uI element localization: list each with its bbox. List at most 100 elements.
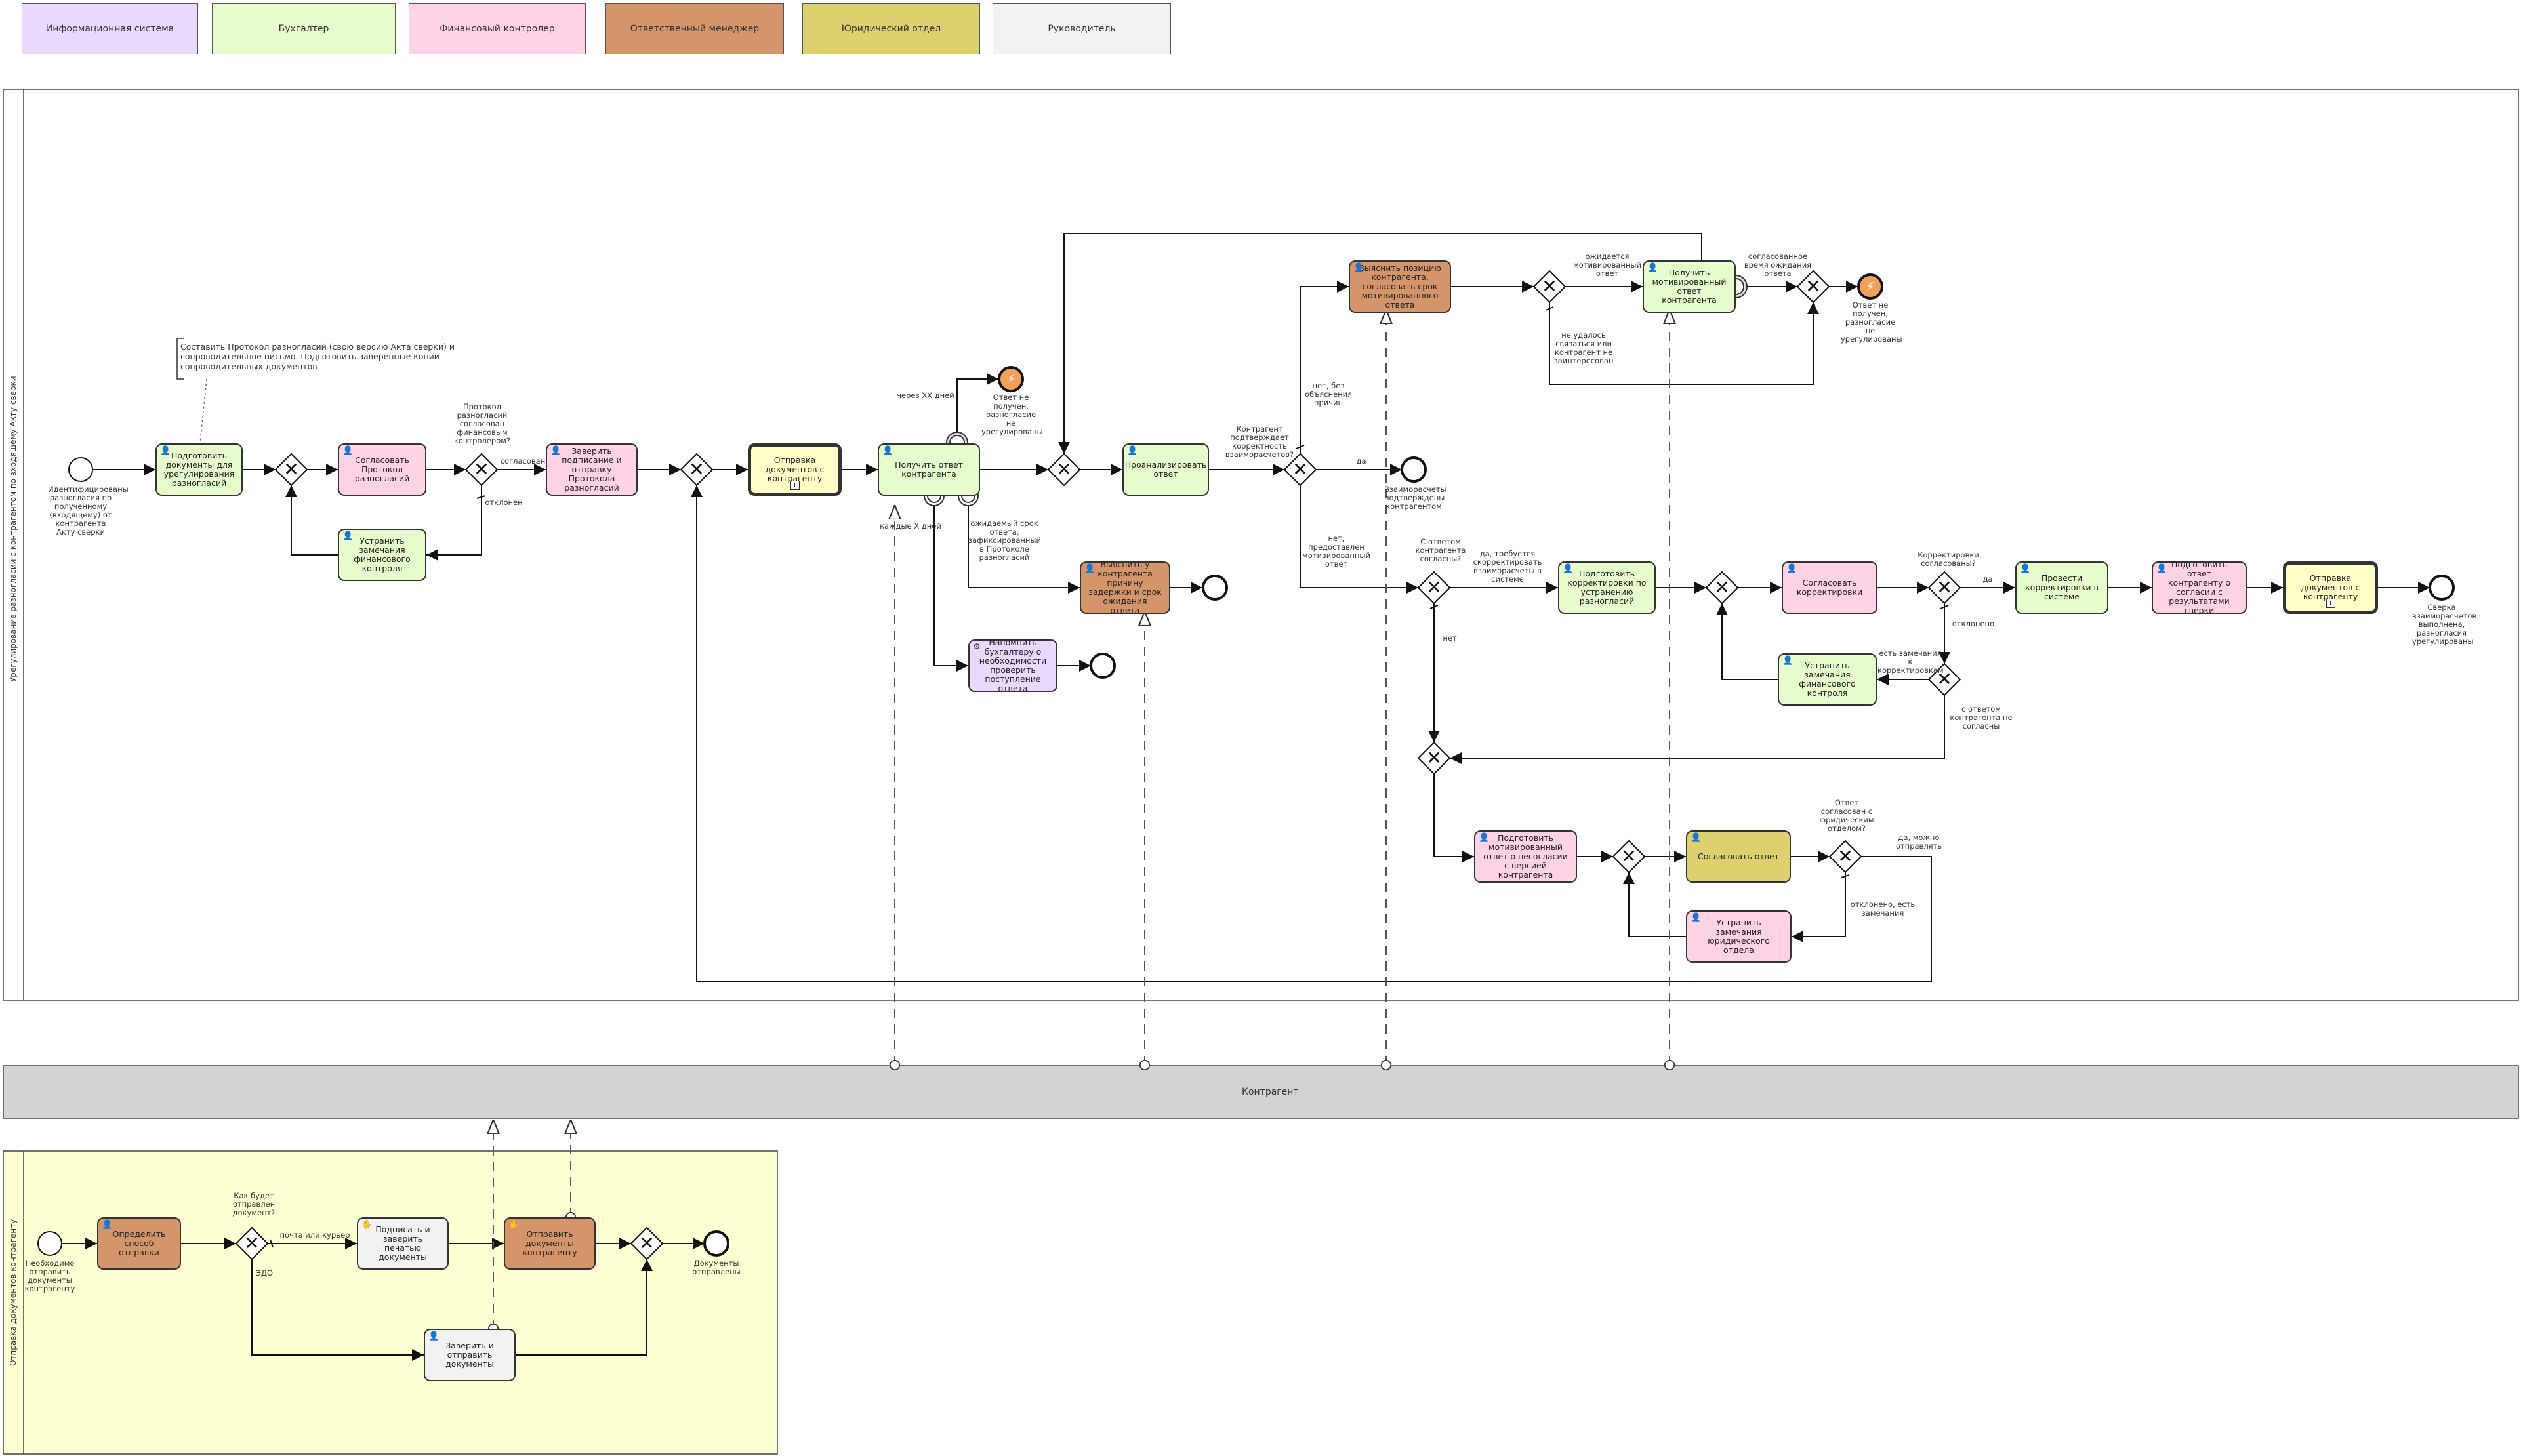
gateway-x-icon: ✕ — [283, 458, 299, 480]
counterparty-pool-title: Контрагент — [1242, 1087, 1299, 1097]
flow-expected-term: ожидаемый срок ответа, зафиксированный в… — [968, 519, 1041, 562]
gateway-x-icon: ✕ — [689, 458, 705, 480]
task-certify-docs[interactable]: 👤 Заверить и отправить документы — [424, 1329, 516, 1381]
legend-info-system: Информационная система — [22, 3, 198, 54]
user-icon: 👤 — [1782, 656, 1794, 666]
gateway-x-icon: ✕ — [1292, 458, 1308, 480]
subprocess-send-docs-2[interactable]: Отправка документов с контрагенту + — [2283, 561, 2378, 614]
legend-manager: Ответственный менеджер — [605, 3, 784, 54]
hand-icon: ✋ — [508, 1220, 520, 1230]
task-remind-accountant[interactable]: ⚙ Напомнить бухгалтеру о необходимости п… — [968, 638, 1057, 693]
task-analyze-reply[interactable]: 👤 Проанализировать ответ — [1122, 443, 1209, 496]
sending-pool-title: Отправка документов контрагенту — [9, 1219, 18, 1366]
gateway-x-icon: ✕ — [1621, 845, 1637, 867]
flow-rejected-remarks: отклонено, есть замечания — [1850, 900, 1916, 918]
flow-yes-send: да, можно отправлять — [1895, 833, 1942, 851]
label-start-main: Идентифицированы разногласия по полученн… — [48, 485, 129, 536]
legend-accountant: Бухгалтер — [212, 3, 396, 54]
annotation-text: Составить Протокол разногласий (свою вер… — [180, 342, 455, 371]
flow-q-agree-with-reply: С ответом контрагента согласны? — [1415, 537, 1466, 563]
flow-yes: да — [1356, 456, 1366, 466]
gateway-x-icon: ✕ — [1542, 275, 1557, 297]
subprocess-send-docs-1[interactable]: Отправка документов с контрагенту + — [748, 443, 842, 496]
flow-agreed: согласован — [500, 456, 546, 466]
task-agree-protocol[interactable]: 👤 Согласовать Протокол разногласий — [338, 443, 426, 496]
task-prepare-adjustments[interactable]: 👤 Подготовить корректировки по устранени… — [1558, 561, 1656, 614]
flow-in-xx-days: через XX дней — [897, 391, 954, 400]
flow-no-motivated: нет, предоставлен мотивированный ответ — [1302, 534, 1370, 569]
flow-agreed-wait-time: согласованное время ожидания ответа — [1744, 252, 1812, 278]
flow-disagree-reply: с ответом контрагента не согласны — [1950, 704, 2013, 731]
gateway-x-icon: ✕ — [1426, 576, 1442, 598]
flow-could-not-contact: не удалось связаться или контрагент не з… — [1553, 331, 1614, 365]
task-send-docs[interactable]: ✋ Отправить документы контрагенту — [504, 1217, 596, 1270]
flow-yes2: да — [1982, 575, 1993, 584]
task-get-motivated-reply[interactable]: 👤 Получить мотивированный ответ контраге… — [1643, 260, 1736, 313]
flow-yes-adjust: да, требуется скорректировать взаиморасч… — [1473, 549, 1542, 584]
user-icon: 👤 — [1084, 564, 1096, 574]
user-icon: 👤 — [1647, 263, 1658, 273]
user-icon: 👤 — [1786, 564, 1797, 574]
task-find-position[interactable]: 👤 Выяснить позицию контрагента, согласов… — [1349, 260, 1451, 313]
task-fix-fin-control-2[interactable]: 👤 Устранить замечания финансового контро… — [1778, 653, 1877, 706]
task-define-method[interactable]: 👤 Определить способ отправки — [97, 1217, 181, 1270]
flow-q-adjust-agreed: Корректировки согласованы? — [1918, 550, 1979, 568]
task-prepare-docs[interactable]: 👤 Подготовить документы для урегулирован… — [155, 443, 243, 496]
task-prepare-answer[interactable]: 👤 Подготовить ответ контрагенту о соглас… — [2152, 560, 2247, 615]
flow-q-confirms: Контрагент подтверждает корректность вза… — [1225, 424, 1294, 459]
gateway-x-icon: ✕ — [1426, 747, 1442, 769]
expand-icon[interactable]: + — [790, 481, 800, 490]
label-start-send: Необходимо отправить документы контраген… — [24, 1259, 75, 1293]
user-icon: 👤 — [102, 1220, 113, 1230]
task-agree-adjustments[interactable]: 👤 Согласовать корректировки — [1782, 561, 1877, 614]
label-error-1: Ответ не получен, разногласие не урегули… — [981, 393, 1043, 436]
flow-q-how-send: Как будет отправлен документ? — [232, 1191, 276, 1217]
gateway-x-icon: ✕ — [1056, 458, 1072, 480]
task-fix-fin-control-1[interactable]: 👤 Устранить замечания финансового контро… — [338, 529, 426, 581]
task-sign-print[interactable]: ✋ Подписать и заверить печатью документы — [357, 1217, 449, 1270]
task-prepare-disagree-reply[interactable]: 👤 Подготовить мотивированный ответ о нес… — [1474, 830, 1577, 883]
flow-rejected: отклонен — [485, 498, 523, 507]
error-icon: ⚡ — [1006, 372, 1015, 386]
label-end-reconciled: Сверка взаиморасчетов выполнена, разногл… — [2412, 603, 2477, 646]
legend-head: Руководитель — [993, 3, 1171, 54]
expand-icon[interactable]: + — [2326, 599, 2335, 608]
flow-has-remarks: есть замечания к корректировкам — [1877, 649, 1944, 675]
gateway-x-icon: ✕ — [1937, 576, 1952, 598]
flow-no: нет — [1443, 634, 1457, 643]
flow-every-x-days: каждые X дней — [880, 521, 941, 531]
legend-legal: Юридический отдел — [802, 3, 980, 54]
task-get-reply[interactable]: 👤 Получить ответ контрагента — [878, 443, 980, 496]
gateway-x-icon: ✕ — [1805, 275, 1821, 297]
user-icon: 👤 — [1353, 263, 1364, 273]
gateway-x-icon: ✕ — [1714, 576, 1730, 598]
label-end-confirmed: Взаиморасчеты подтверждены контрагентом — [1384, 485, 1446, 511]
task-do-adjustments[interactable]: 👤 Провести корректировки в системе — [2015, 561, 2108, 614]
task-find-reason[interactable]: 👤 Выяснить у контрагента причину задержк… — [1080, 560, 1170, 615]
user-icon: 👤 — [1127, 446, 1138, 456]
task-fix-legal[interactable]: 👤 Устранить замечания юридического отдел… — [1686, 910, 1792, 963]
user-icon: 👤 — [1691, 913, 1702, 923]
user-icon: 👤 — [428, 1331, 440, 1341]
flow-rejected2: отклонено — [1952, 619, 1995, 628]
user-icon: 👤 — [2020, 564, 2031, 574]
flow-q-legal-agreed: Ответ согласован с юридическим отделом? — [1819, 798, 1874, 833]
label-error-2: Ответ не получен, разногласие не урегули… — [1841, 300, 1902, 344]
gateway-x-icon: ✕ — [1837, 845, 1853, 867]
task-agree-reply[interactable]: 👤 Согласовать ответ — [1686, 830, 1791, 883]
user-icon: 👤 — [160, 446, 171, 456]
gateway-x-icon: ✕ — [639, 1232, 655, 1254]
task-certify-send[interactable]: 👤 Заверить подписание и отправку Протоко… — [546, 443, 638, 496]
user-icon: 👤 — [1563, 564, 1574, 574]
gear-icon: ⚙ — [973, 642, 981, 652]
error-icon: ⚡ — [1866, 279, 1875, 294]
user-icon: 👤 — [550, 446, 562, 456]
hand-icon: ✋ — [361, 1220, 373, 1230]
user-icon: 👤 — [1479, 833, 1490, 843]
main-pool-title: Урегулирование разногласий с контрагенто… — [9, 376, 18, 682]
legend-fin-controller: Финансовый контролер — [409, 3, 586, 54]
label-end-sent: Документы отправлены — [692, 1259, 741, 1276]
sending-pool — [3, 1150, 778, 1455]
gateway-x-icon: ✕ — [244, 1232, 260, 1254]
user-icon: 👤 — [2156, 564, 2167, 574]
